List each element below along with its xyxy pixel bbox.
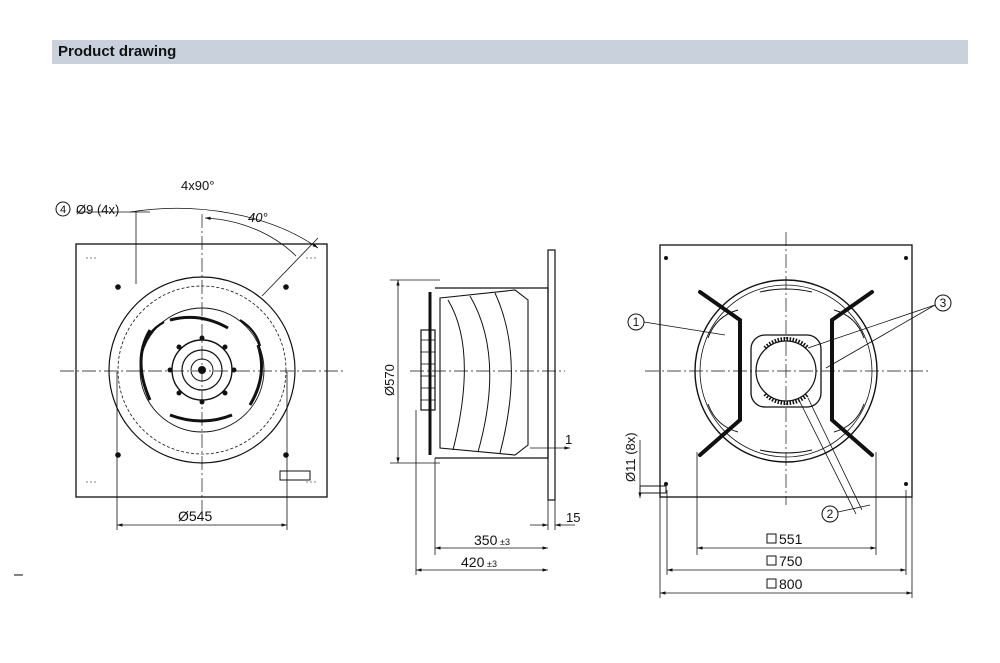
side-depth-tolerance: ±3 bbox=[500, 537, 510, 547]
callout-4: 4 bbox=[60, 204, 66, 216]
side-gap-label: 1 bbox=[565, 432, 572, 447]
side-flange-label: 15 bbox=[566, 510, 580, 525]
side-total-label: 420 bbox=[461, 554, 485, 570]
front-angle-label: 40° bbox=[248, 210, 268, 225]
front-hole-label: Ø9 (4x) bbox=[76, 202, 119, 217]
rear-dim-551: 551 bbox=[779, 531, 803, 547]
callout-1: 1 bbox=[633, 315, 640, 329]
front-mounting-plate bbox=[75, 243, 328, 498]
rear-hole-label: Ø11 (8x) bbox=[623, 432, 638, 482]
rear-housing-ring bbox=[694, 279, 878, 463]
front-diameter-label: Ø545 bbox=[178, 508, 212, 524]
side-impeller bbox=[439, 289, 529, 456]
rear-dim-750: 750 bbox=[779, 553, 803, 569]
side-housing bbox=[435, 287, 549, 459]
callout-3: 3 bbox=[940, 296, 947, 310]
front-hub-bolts bbox=[167, 335, 237, 405]
side-diameter-label: Ø570 bbox=[382, 364, 397, 396]
rear-view: 1 3 2 Ø11 (8x) 551 750 800 bbox=[623, 232, 952, 598]
front-angle-count-label: 4x90° bbox=[181, 178, 214, 193]
rear-dim-800: 800 bbox=[779, 576, 803, 592]
side-motor bbox=[420, 329, 436, 411]
front-view: 4 Ø9 (4x) 4x90° 40° Ø545 bbox=[55, 178, 343, 530]
section-header-bar: Product drawing bbox=[52, 40, 968, 64]
callout-2: 2 bbox=[827, 507, 834, 521]
rear-blade-slots bbox=[707, 288, 865, 454]
side-view: Ø570 1 15 350 ±3 420 ±3 bbox=[382, 249, 580, 575]
side-depth-label: 350 bbox=[474, 532, 498, 548]
side-total-tolerance: ±3 bbox=[487, 559, 497, 569]
section-title: Product drawing bbox=[58, 43, 177, 60]
side-flange bbox=[547, 249, 556, 501]
rear-motor-box bbox=[750, 334, 822, 408]
front-inlet-ring bbox=[108, 276, 296, 464]
page-marker: – bbox=[14, 566, 23, 583]
front-cable-gland bbox=[279, 470, 311, 481]
